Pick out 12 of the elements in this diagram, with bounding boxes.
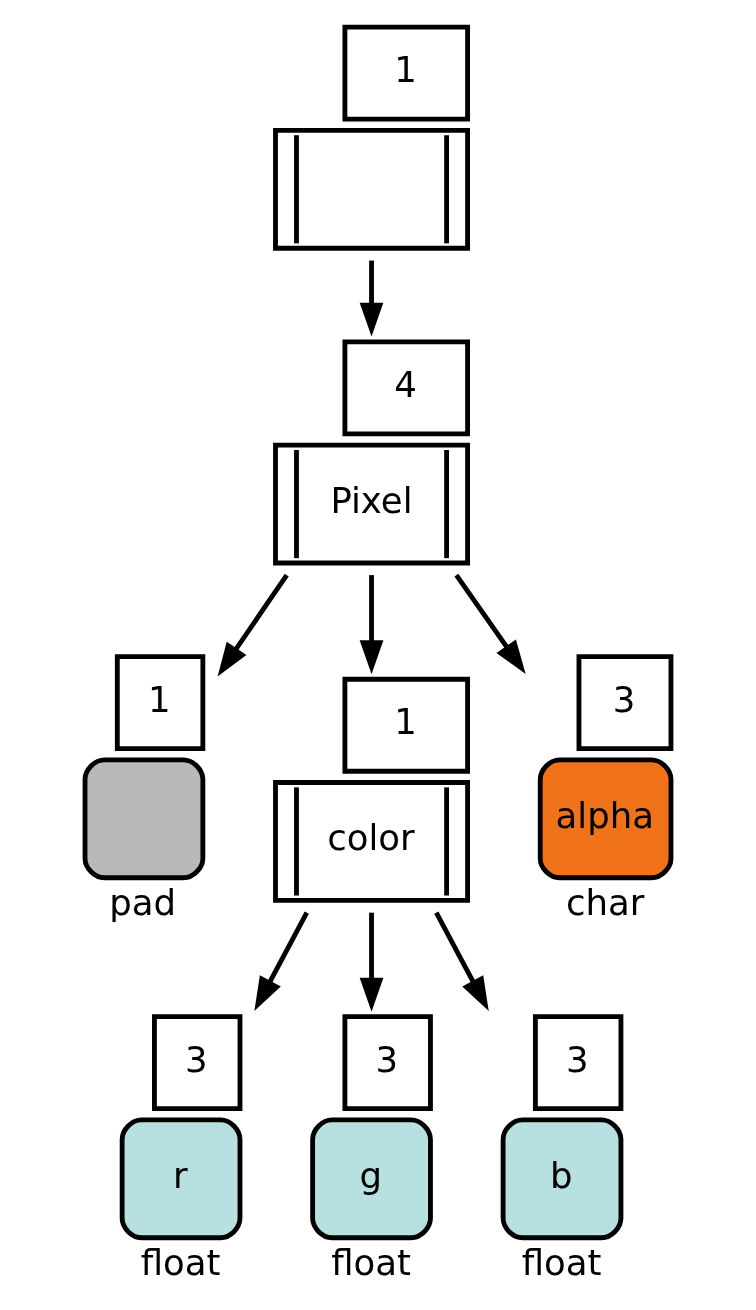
- arrow: [359, 575, 384, 675]
- arrow: [434, 911, 489, 1011]
- node-label: float: [521, 1242, 602, 1284]
- arrow: [359, 912, 384, 1012]
- node-label: float: [140, 1242, 221, 1284]
- node-label: char: [566, 882, 645, 924]
- arrow: [454, 573, 526, 675]
- node-label: float: [331, 1242, 411, 1284]
- arrow: [359, 260, 384, 337]
- arrow: [254, 911, 309, 1011]
- arrow: [217, 573, 289, 677]
- node-label: pad: [109, 882, 177, 924]
